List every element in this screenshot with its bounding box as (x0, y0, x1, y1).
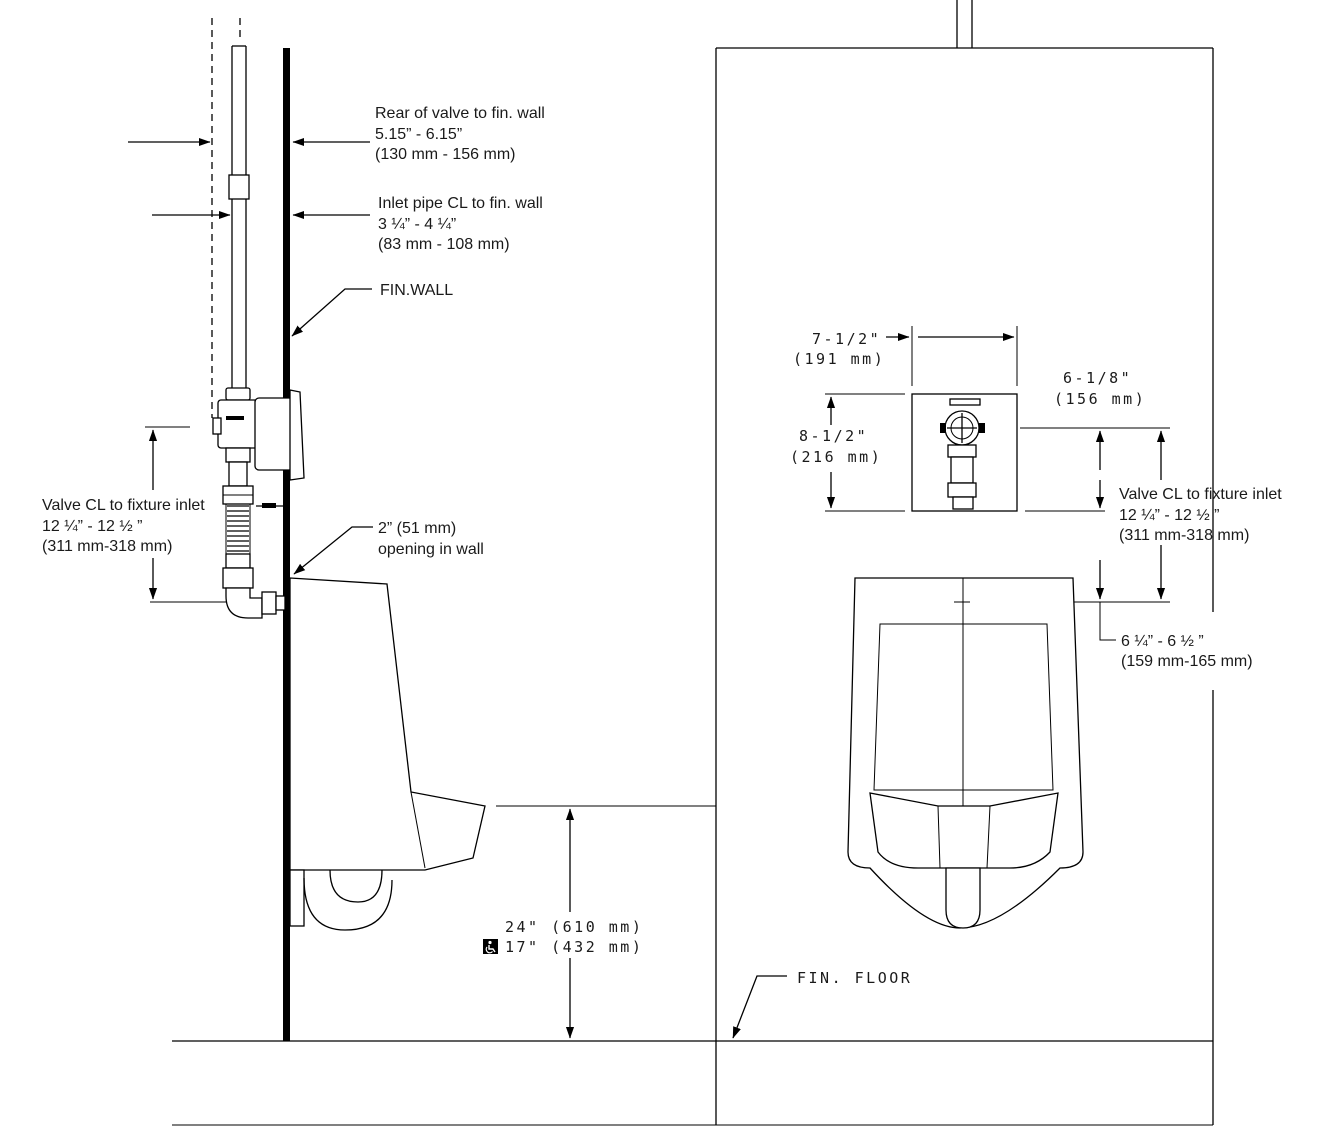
wheelchair-icon (483, 939, 498, 954)
height-standard: 24" (610 mm) (505, 918, 643, 936)
offset-metric: (156 mm) (1054, 390, 1146, 408)
valve-cl-side-metric: (311 mm-318 mm) (42, 538, 172, 555)
stall-partition (715, 0, 1214, 1125)
valve-cl-dimension-side (145, 426, 226, 603)
flush-valve-side (212, 387, 305, 619)
valve-cl-side-label: Valve CL to fixture inlet (42, 497, 205, 514)
inlet-pipe-label: Inlet pipe CL to fin. wall (378, 195, 543, 212)
fin-wall-leader (291, 288, 372, 337)
rear-valve-label: Rear of valve to fin. wall (375, 105, 545, 122)
valve-box-width-dimension (886, 326, 1018, 386)
valve-cl-side-imperial: 12 ¼” - 12 ½ ” (42, 518, 143, 535)
fixture-offset-imperial: 6 ¼” - 6 ½ ” (1121, 633, 1204, 650)
box-height-imperial: 8-1/2" (799, 427, 868, 445)
rear-valve-metric: (130 mm - 156 mm) (375, 146, 515, 163)
valve-cl-front-imperial: 12 ¼” - 12 ½ ” (1119, 507, 1220, 524)
box-width-metric: (191 mm) (793, 350, 885, 368)
height-dimension (496, 805, 716, 1039)
inlet-pipe-imperial: 3 ¼” - 4 ¼” (378, 216, 456, 233)
fixture-offset-metric: (159 mm-165 mm) (1121, 653, 1253, 670)
inlet-pipe (211, 18, 250, 418)
valve-box-height-dimension (825, 393, 905, 512)
box-height-metric: (216 mm) (790, 448, 882, 466)
fin-wall-label: FIN.WALL (380, 282, 453, 299)
valve-box-front (911, 393, 1018, 512)
fin-floor-leader (732, 975, 787, 1039)
finished-wall (283, 48, 290, 1041)
urinal-side-view (289, 577, 486, 931)
offset-dimension (1020, 427, 1170, 470)
fin-floor-label: FIN. FLOOR (797, 969, 912, 987)
rear-valve-imperial: 5.15” - 6.15” (375, 126, 462, 143)
opening-label: opening in wall (378, 541, 484, 558)
inlet-pipe-metric: (83 mm - 108 mm) (378, 236, 510, 253)
floor-lines (172, 1040, 1213, 1126)
box-width-imperial: 7-1/2" (812, 330, 881, 348)
valve-cl-front-label: Valve CL to fixture inlet (1119, 486, 1282, 503)
valve-cl-front-metric: (311 mm-318 mm) (1119, 527, 1249, 544)
urinal-front-view (847, 577, 1084, 929)
height-accessible: 17" (432 mm) (505, 938, 643, 956)
wall-opening-leader (293, 526, 373, 575)
offset-imperial: 6-1/8" (1063, 369, 1132, 387)
opening-size: 2” (51 mm) (378, 520, 456, 537)
